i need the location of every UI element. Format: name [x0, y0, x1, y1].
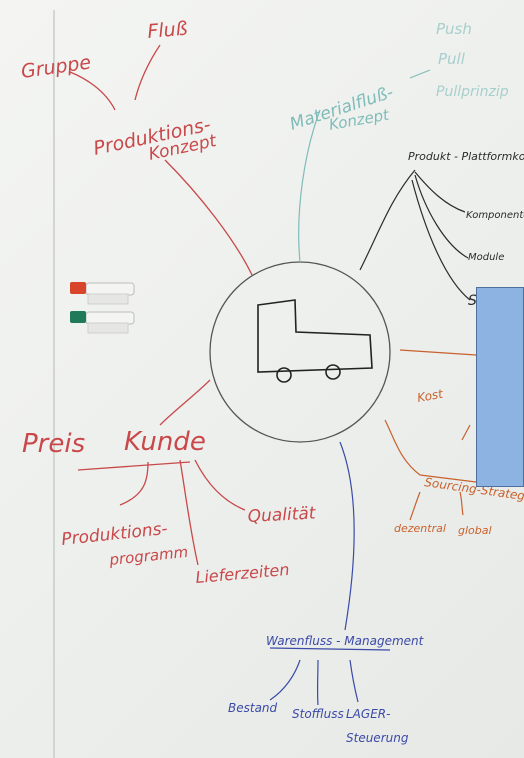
label-bestand: Bestand — [228, 701, 278, 715]
label-warenfluss: Warenfluss - Management — [266, 634, 425, 648]
label-preis: Preis — [22, 429, 85, 459]
label-kunde: Kunde — [124, 427, 206, 457]
label-produktionsprogramm-1: Produktions- — [60, 519, 168, 550]
marker-holder-bottom — [87, 322, 129, 334]
label-kost: Kost — [416, 386, 445, 404]
red-branches-top — [69, 44, 253, 276]
marker-red-cap — [70, 282, 86, 294]
label-s: S — [468, 293, 477, 309]
marker-pens — [70, 282, 135, 334]
label-produktionsprogramm-2: programm — [108, 543, 189, 569]
marker-holder-top — [87, 293, 129, 305]
orange-branches — [384, 349, 501, 521]
truck-body — [257, 299, 373, 373]
truck-drawing — [257, 299, 373, 383]
teal-branches — [298, 69, 431, 263]
red-branches-kunde — [77, 379, 246, 566]
label-module: Module — [468, 252, 504, 263]
label-fluss: Fluß — [147, 18, 189, 43]
label-qualitaet: Qualität — [247, 503, 317, 527]
blue-branches — [269, 441, 391, 706]
marker-green-body — [85, 311, 135, 325]
marker-red-body — [85, 282, 135, 296]
truck-rear-wheel — [325, 364, 341, 380]
label-stoffluss: Stoffluss — [292, 707, 344, 721]
label-produkt-plattform: Produkt - Plattformkonzept — [408, 150, 524, 163]
truck-front-wheel — [276, 367, 292, 383]
marker-green-cap — [70, 311, 86, 323]
redaction-overlay-box — [476, 287, 524, 487]
label-lager-2: Steuerung — [346, 731, 409, 745]
label-gruppe: Gruppe — [20, 51, 93, 83]
black-branches — [359, 169, 471, 301]
label-dezentral: dezentral — [394, 522, 446, 535]
label-push: Push — [436, 20, 472, 38]
label-pullprinzip: Pullprinzip — [436, 84, 509, 100]
label-komponenten: Komponenten — [466, 210, 524, 221]
label-lieferzeiten: Lieferzeiten — [195, 560, 291, 587]
label-pull: Pull — [438, 50, 466, 68]
central-circle — [209, 261, 391, 443]
label-lager-1: LAGER- — [346, 707, 390, 721]
label-global: global — [458, 524, 492, 537]
